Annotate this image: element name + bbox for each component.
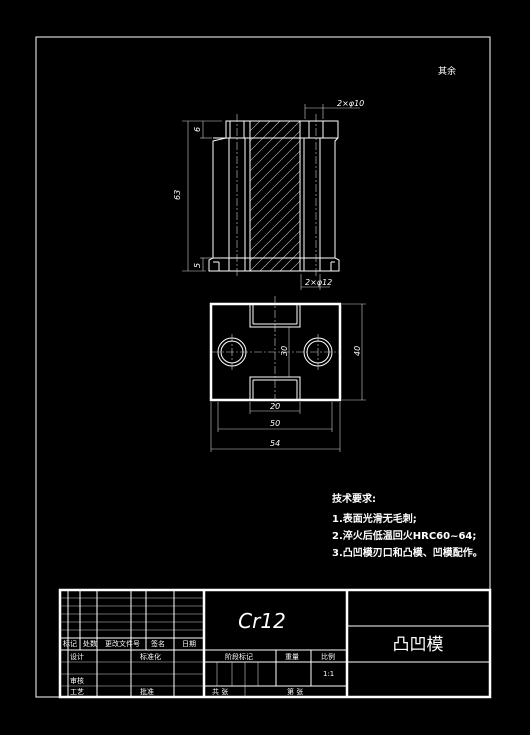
tb-review-label: 审核: [70, 676, 84, 685]
dim-40: 40: [353, 346, 362, 356]
dim-hole-bottom: 2×φ12: [305, 278, 332, 287]
tb-design-label: 设计: [70, 652, 84, 661]
dim-5: 5: [193, 263, 202, 268]
tb-scale-value: 1:1: [323, 670, 334, 678]
tb-std-label: 标准化: [140, 652, 161, 661]
dim-6: 6: [193, 127, 202, 132]
tb-mark-label: 标记: [63, 639, 77, 648]
dim-30: 30: [280, 346, 289, 356]
tb-doc-label: 更改文件号: [105, 639, 140, 648]
tb-material: Cr12: [238, 609, 286, 633]
technical-requirements: 技术要求: 1.表面光滑无毛刺; 2.淬火后低温回火HRC60~64; 3.凸凹…: [332, 492, 483, 559]
dim-63: 63: [173, 190, 182, 200]
dim-hole-top: 2×φ10: [337, 99, 364, 108]
tech-req-title: 技术要求:: [332, 492, 376, 505]
tb-sign-label: 签名: [151, 639, 165, 648]
front-section-view: 2×φ10 2×φ12 6 63 5: [173, 99, 364, 290]
dim-50: 50: [270, 419, 280, 428]
top-view: 30 40 20 50 54: [209, 296, 366, 452]
tb-stage-label: 阶段标记: [225, 652, 253, 661]
tb-count-label: 处数: [83, 639, 97, 648]
tb-process-label: 工艺: [70, 688, 84, 696]
tech-req-item-1: 1.表面光滑无毛刺;: [332, 512, 417, 525]
tech-req-item-2: 2.淬火后低温回火HRC60~64;: [332, 529, 476, 542]
title-block: 标记 处数 更改文件号 签名 日期 设计 标准化 审核 工艺 批准 Cr12 阶…: [58, 588, 492, 699]
tb-date-label: 日期: [182, 640, 196, 648]
tb-approve-label: 批准: [140, 687, 154, 696]
surface-finish-note: 其余: [438, 65, 456, 77]
tb-sheet-label: 第 张: [287, 687, 303, 696]
section-hatching: [250, 121, 300, 271]
dim-54: 54: [270, 439, 280, 448]
dim-20: 20: [270, 402, 280, 411]
tb-part-name: 凸凹模: [393, 635, 444, 655]
tb-sheets-label: 共 张: [212, 687, 228, 696]
tech-req-item-3: 3.凸凹模刃口和凸模、凹模配作。: [332, 546, 483, 559]
tb-weight-label: 重量: [285, 653, 299, 661]
tb-scale-label: 比例: [321, 652, 335, 661]
